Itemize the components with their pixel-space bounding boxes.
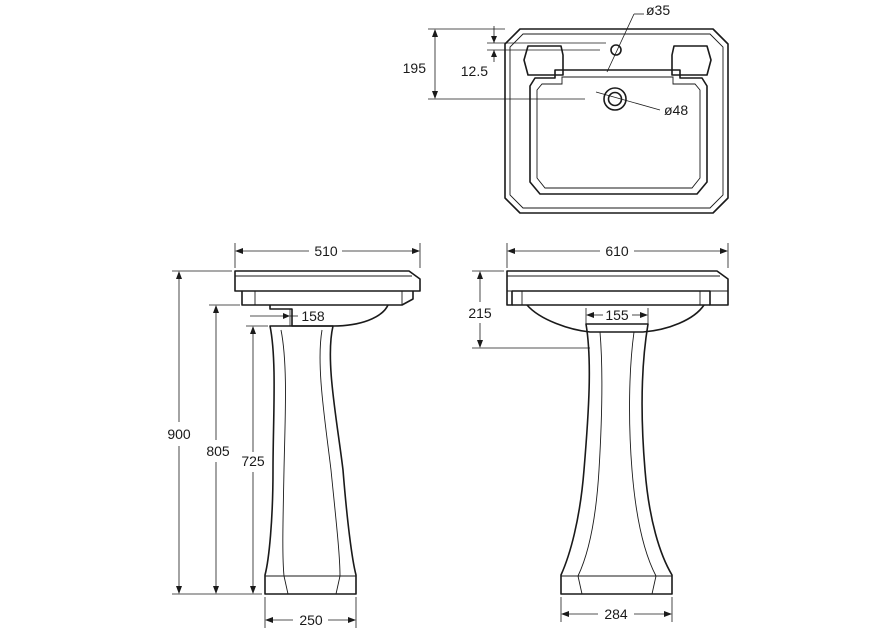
dim-610-label: 610 (605, 243, 629, 259)
front-bowl-underside (526, 304, 705, 333)
basin-bowl-inner-line (536, 76, 701, 189)
waste-outer (603, 87, 627, 111)
tap-hole (610, 44, 622, 56)
dim-12-5-label: 12.5 (461, 63, 488, 79)
dim-510-label: 510 (314, 243, 338, 259)
front-pedestal-outline (560, 323, 673, 595)
front-elevation: 610 155 215 284 (468, 243, 729, 622)
side-elevation: 510 158 900 805 725 (167, 243, 421, 628)
side-basin-lower-rim (241, 291, 414, 306)
tap-deck-left (523, 45, 564, 76)
dim-158-label: 158 (301, 308, 325, 324)
dim-900-label: 900 (167, 426, 191, 442)
dim-dia35-label: ø35 (646, 2, 670, 18)
dim-155-label: 155 (605, 307, 629, 323)
front-basin-rim (506, 270, 729, 306)
side-basin-rim (234, 270, 421, 292)
basin-bowl-outline (529, 69, 708, 195)
side-pedestal-outline (264, 325, 357, 595)
tap-deck-right (671, 45, 712, 76)
dim-195-label: 195 (403, 60, 427, 76)
basin-rim-inner-line (509, 33, 724, 209)
dim-805-label: 805 (206, 443, 230, 459)
front-pedestal-inner-line (577, 331, 603, 577)
dim-215-label: 215 (468, 305, 492, 321)
side-bowl-underside (269, 304, 389, 327)
side-pedestal-inner-line (280, 329, 286, 577)
dim-dia48-label: ø48 (664, 102, 688, 118)
dim-725-label: 725 (241, 453, 265, 469)
dim-250-label: 250 (299, 612, 323, 628)
dim-284-label: 284 (604, 606, 628, 622)
basin-outer-rim (504, 28, 729, 214)
plan-view: 195 12.5 ø35 ø48 (403, 2, 729, 214)
